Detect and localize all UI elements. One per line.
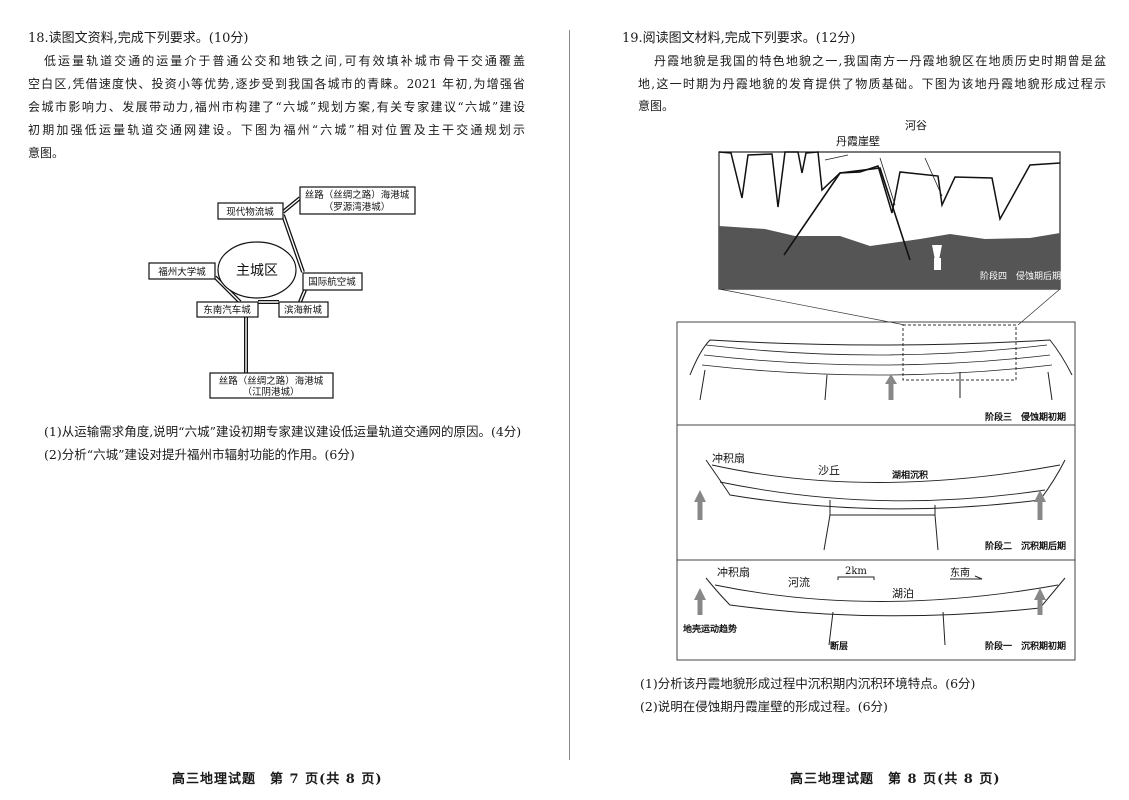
zoom-region-box <box>902 324 1017 381</box>
main-city-label: 主城区 <box>236 263 278 279</box>
q19-question-1: (1)分析该丹霞地貌形成过程中沉积期内沉积环境特点。(6分) <box>640 676 976 691</box>
stage1-label: 阶段一 沉积期初期 <box>985 640 1066 652</box>
uplift-arrow-icon <box>1034 490 1046 520</box>
port-south-sub: （江阴港城） <box>242 386 299 398</box>
auto-city-label: 东南汽车城 <box>203 304 251 316</box>
airport-city-label: 国际航空城 <box>308 276 356 288</box>
page-divider <box>569 30 570 760</box>
uplift-arrow-icon <box>932 245 942 270</box>
stage3-label: 阶段三 侵蚀期初期 <box>985 411 1066 423</box>
coastal-city-label: 滨海新城 <box>284 304 323 316</box>
valley-label: 河谷 <box>905 119 927 132</box>
stage4-label: 阶段四 侵蚀期后期 <box>980 270 1061 282</box>
dune-label: 沙丘 <box>818 464 840 477</box>
coastal-city-box <box>278 301 329 318</box>
question-18-title: 18.读图文资料,完成下列要求。(10分) <box>28 31 249 46</box>
scale-bar <box>837 576 875 580</box>
q19-paragraph-line: 地,这一时期为丹霞地貌的发育提供了物质基础。下图为该地丹霞地貌形成过程示 <box>638 77 1106 91</box>
fuzhou-six-cities-map: 主城区 丝路（丝绸之路）海港城 （罗源湾港城） 现代物流城 福州大学城 国际航空… <box>148 186 416 399</box>
q19-paragraph-line: 意图。 <box>638 99 675 113</box>
stage2-label: 阶段二 沉积期后期 <box>985 540 1066 552</box>
stages-frame <box>676 321 1076 661</box>
crust-movement-label: 地壳运动趋势 <box>683 623 737 635</box>
cliff-label: 丹霞崖壁 <box>836 134 880 148</box>
q19-question-2: (2)说明在侵蚀期丹霞崖壁的形成过程。(6分) <box>640 699 888 714</box>
stage4-panel: 丹霞崖壁 河谷 阶段四 侵蚀期后期 <box>718 119 1061 326</box>
stage1-panel: 冲积扇 河流 2km 东南 湖泊 地壳运动趋势 断层 阶段一 沉积期初期 <box>683 565 1066 652</box>
question-19-title: 19.阅读图文材料,完成下列要求。(12分) <box>622 31 856 46</box>
rock-base <box>719 226 1060 289</box>
q18-paragraph-line: 意图。 <box>28 146 65 160</box>
q18-question-1: (1)从运输需求角度,说明“六城”建设初期专家建议建设低运量轨道交通网的原因。(… <box>44 424 522 439</box>
erosion-surface <box>718 151 1061 222</box>
auto-city-box <box>196 301 259 318</box>
lake-sediment-label: 湖相沉积 <box>892 469 928 481</box>
port-south-box <box>209 372 334 399</box>
danxia-formation-diagram: 丹霞崖壁 河谷 阶段四 侵蚀期后期 阶段三 侵蚀期初期 冲积扇 沙丘 湖相沉积 … <box>676 119 1076 661</box>
fan-label-stage2: 冲积扇 <box>712 451 745 465</box>
direction-arrow-icon <box>950 575 983 580</box>
page-footer-left: 高三地理试题 第 7 页(共 8 页) <box>172 772 383 787</box>
port-north-sub: （罗源湾港城） <box>324 201 391 213</box>
uplift-arrow-icon <box>885 374 897 400</box>
stage3-panel: 阶段三 侵蚀期初期 <box>689 324 1073 423</box>
port-north-box <box>299 186 416 215</box>
fault-label: 断层 <box>830 640 848 652</box>
q18-paragraph-line: 初期加强低运量轨道交通网建设。下图为福州“六城”相对位置及主干交通规划示 <box>28 123 525 137</box>
stage2-panel: 冲积扇 沙丘 湖相沉积 阶段二 沉积期后期 <box>694 451 1066 552</box>
main-city-ellipse <box>217 241 297 299</box>
river-label: 河流 <box>788 575 810 589</box>
airport-city-box <box>302 272 363 291</box>
page-footer-right: 高三地理试题 第 8 页(共 8 页) <box>790 772 1001 787</box>
q18-question-2: (2)分析“六城”建设对提升福州市辐射功能的作用。(6分) <box>44 447 355 462</box>
fan-label-stage1: 冲积扇 <box>717 565 750 579</box>
uplift-arrow-icon <box>694 588 706 615</box>
uplift-arrow-icon <box>694 490 706 520</box>
university-city-label: 福州大学城 <box>158 266 206 278</box>
q19-paragraph-line: 丹霞地貌是我国的特色地貌之一,我国南方一丹霞地貌区在地质历史时期曾是盆 <box>654 54 1106 68</box>
port-north-label: 丝路（丝绸之路）海港城 <box>305 189 410 201</box>
southeast-direction-label: 东南 <box>950 566 970 579</box>
university-city-box <box>148 262 216 280</box>
q18-paragraph-line: 空白区,凭借速度快、投资小等优势,逐步受到我国各城市的青睐。2021 年初,为增… <box>28 77 525 91</box>
lake-label: 湖泊 <box>892 587 914 600</box>
uplift-arrow-icon <box>1034 588 1046 615</box>
logistics-city-box <box>217 202 284 220</box>
scale-bar-label: 2km <box>845 566 867 577</box>
logistics-city-label: 现代物流城 <box>226 206 274 218</box>
q18-paragraph-line: 会城市影响力、发展带动力,福州市构建了“六城”规划方案,有关专家建议“六城”建设 <box>28 100 525 114</box>
port-south-label: 丝路（丝绸之路）海港城 <box>219 375 324 387</box>
q18-paragraph-line: 低运量轨道交通的运量介于普通公交和地铁之间,可有效填补城市骨干交通覆盖 <box>44 54 525 68</box>
